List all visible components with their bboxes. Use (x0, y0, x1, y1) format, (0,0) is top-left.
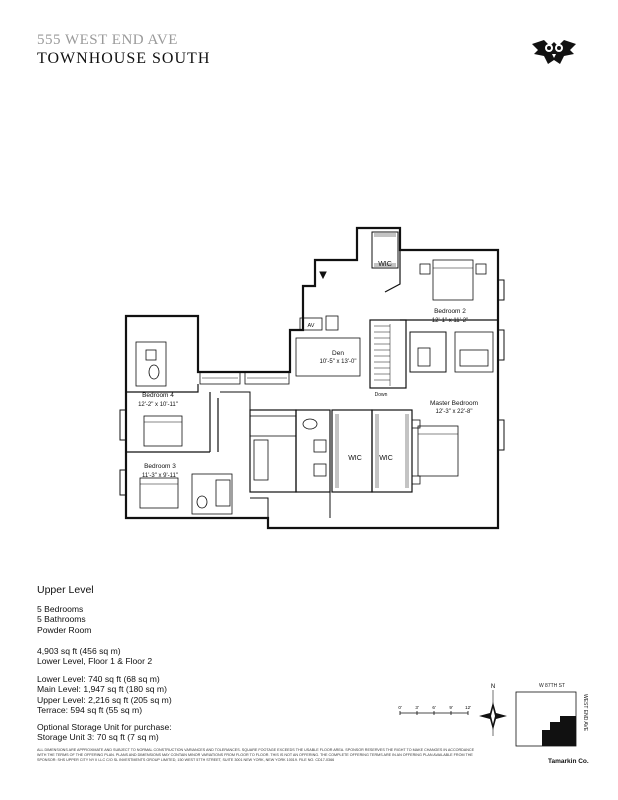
legal-disclaimer: All dimensions are approximate and subje… (37, 748, 475, 763)
lower-level-area: Lower Level: 740 sq ft (68 sq m) (37, 674, 160, 684)
room-label-bedroom-4: Bedroom 4 (142, 392, 174, 399)
bathrooms-count: 5 Bathrooms (37, 614, 86, 625)
room-label-av: AV (308, 323, 315, 329)
room-dims-bedroom-2: 12'-1" x 11'-2" (432, 318, 468, 324)
level-title: Upper Level (37, 584, 94, 596)
level-areas: Lower Level: 740 sq ft (68 sq m) Main Le… (37, 674, 172, 716)
room-label-bedroom-3: Bedroom 3 (144, 463, 176, 470)
room-counts: 5 Bedrooms 5 Bathrooms Powder Room (37, 604, 91, 635)
room-label-bedroom-2: Bedroom 2 (434, 308, 466, 315)
scale-tick-3: 3' (415, 705, 419, 710)
scale-tick-9: 9' (449, 705, 453, 710)
room-dims-bedroom-3: 11'-3" x 9'-11" (142, 473, 178, 479)
main-level-area: Main Level: 1,947 sq ft (180 sq m) (37, 684, 167, 695)
total-area: 4,903 sq ft (456 sq m) (37, 646, 121, 656)
owl-crest-icon (532, 40, 576, 64)
room-label-wic-left: WIC (348, 455, 362, 462)
floors-list: Lower Level, Floor 1 & Floor 2 (37, 656, 153, 667)
total-area-block: 4,903 sq ft (456 sq m) Lower Level, Floo… (37, 646, 152, 667)
scale-tick-12: 12' (465, 705, 471, 710)
brand-name: Tamarkin Co. (548, 758, 589, 765)
scale-tick-6: 6' (432, 705, 436, 710)
scale-bar: 0' 3' 6' 9' 12' (398, 705, 471, 715)
key-map: W 87TH ST WEST END AVE (515, 683, 588, 747)
room-dims-den: 10'-5" x 13'-0" (320, 359, 357, 365)
compass-rose-icon: N (479, 684, 507, 736)
room-label-wic-top: WIC (378, 261, 392, 268)
storage-title: Optional Storage Unit for purchase: (37, 722, 172, 732)
floor-plan: WIC Bedroom 2 12'-1" x 11'-2" AV Den 10'… (119, 226, 505, 530)
key-map-street: W 87TH ST (539, 683, 565, 689)
room-dims-bedroom-4: 12'-2" x 10'-11" (138, 402, 178, 408)
room-label-den: Den (332, 350, 344, 357)
compass-north-label: N (491, 684, 495, 690)
upper-level-area: Upper Level: 2,216 sq ft (205 sq m) (37, 694, 172, 705)
bedrooms-count: 5 Bedrooms (37, 604, 84, 614)
scale-tick-0: 0' (398, 705, 402, 710)
terrace-area: Terrace: 594 sq ft (55 sq m) (37, 705, 143, 716)
powder-room: Powder Room (37, 624, 92, 635)
address-line: 555 WEST END AVE (37, 32, 178, 48)
room-dims-master-bedroom: 12'-3" x 22'-8" (436, 409, 473, 415)
stair-label-down: Down (375, 392, 388, 398)
room-label-wic-right: WIC (379, 455, 393, 462)
room-label-master-bedroom: Master Bedroom (430, 400, 478, 407)
storage-unit: Storage Unit 3: 70 sq ft (7 sq m) (37, 732, 159, 743)
storage-block: Optional Storage Unit for purchase: Stor… (37, 722, 172, 743)
key-map-avenue: WEST END AVE (582, 694, 588, 732)
unit-title: TOWNHOUSE SOUTH (37, 50, 211, 67)
